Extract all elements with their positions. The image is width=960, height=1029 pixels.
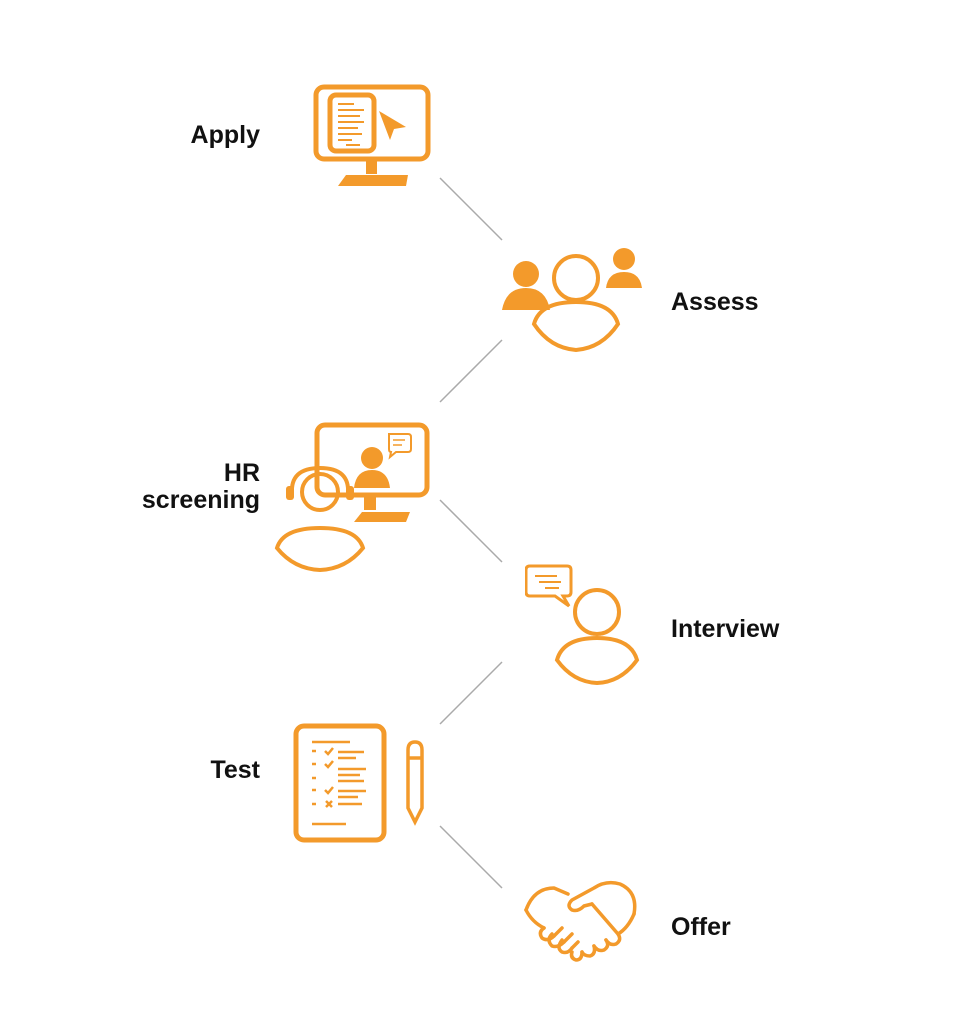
checklist-pencil-icon xyxy=(293,723,424,843)
headset-video-call-icon xyxy=(274,422,430,573)
step-label-assess: Assess xyxy=(671,288,759,316)
step-label-interview: Interview xyxy=(671,615,780,643)
step-label-test: Test xyxy=(210,756,260,784)
handshake-icon xyxy=(524,880,637,962)
connector-apply-assess xyxy=(439,177,503,241)
connector-interview-test xyxy=(439,661,503,725)
connector-test-offer xyxy=(439,825,503,889)
connector-assess-hr xyxy=(439,339,503,403)
step-label-offer: Offer xyxy=(671,913,731,941)
monitor-application-icon xyxy=(313,84,431,186)
connector-hr-interview xyxy=(439,499,503,563)
person-chat-icon xyxy=(525,564,640,686)
step-label-apply: Apply xyxy=(190,121,260,149)
step-label-hr-screening: HR screening xyxy=(141,459,260,514)
people-group-icon xyxy=(502,248,642,353)
